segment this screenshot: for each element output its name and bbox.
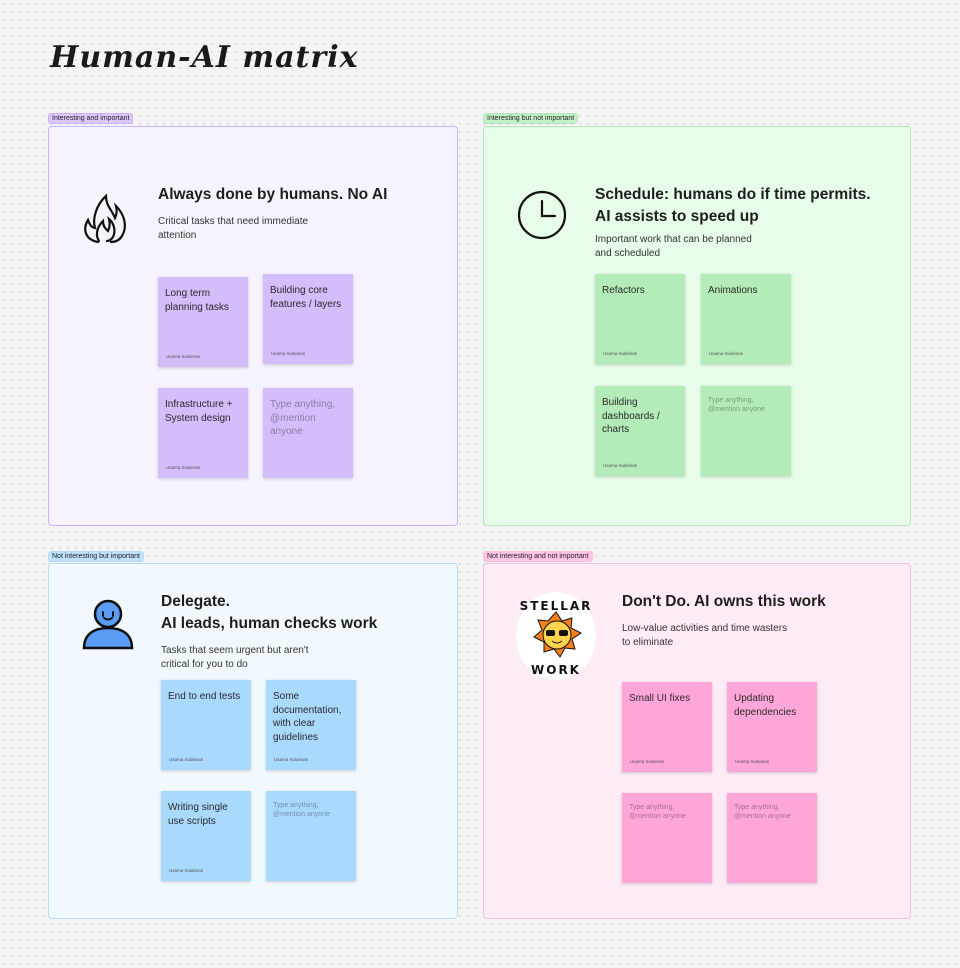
sticky-text[interactable]: Building dashboards / charts: [602, 397, 660, 435]
sticky-author: Usama Sulaiman: [166, 465, 201, 470]
sticky-text[interactable]: Updating dependencies: [734, 693, 797, 718]
quadrant-subtitle: Tasks that seem urgent but aren't critic…: [161, 645, 309, 670]
sticky-text[interactable]: Refactors: [602, 285, 645, 296]
quadrant-title: Delegate. AI leads, human checks work: [161, 591, 377, 635]
sticky-text[interactable]: Long term planning tasks: [165, 288, 229, 313]
quadrant-label[interactable]: Interesting but not important: [483, 113, 579, 124]
quadrant-title: Don't Do. AI owns this work: [622, 591, 826, 613]
quadrant-title-line: Delegate.: [161, 593, 230, 610]
sticky-author: Usama Sulaiman: [166, 354, 201, 359]
sticky-author: Usama Sulaiman: [271, 351, 306, 356]
quadrant-section: [483, 126, 911, 526]
sticky-text[interactable]: Animations: [708, 285, 758, 296]
sticky-author: Usama Sulaiman: [630, 759, 665, 764]
sticky-text[interactable]: Small UI fixes: [629, 693, 691, 704]
quadrant-title-line: AI leads, human checks work: [161, 615, 378, 632]
quadrant-title-line: Always done by humans. No AI: [158, 186, 388, 203]
sticky-note[interactable]: Some documentation, with clear guideline…: [266, 680, 356, 770]
svg-text:WORK: WORK: [531, 663, 581, 677]
empty-sticky-note[interactable]: Type anything, @mention anyone: [701, 386, 791, 476]
sticky-placeholder[interactable]: Type anything, @mention anyone: [708, 397, 765, 413]
quadrant-label[interactable]: Not interesting and not important: [483, 551, 593, 562]
empty-sticky-note[interactable]: Type anything, @mention anyone: [622, 793, 712, 883]
sticky-text[interactable]: Infrastructure + System design: [165, 399, 233, 424]
sticky-text[interactable]: Some documentation, with clear guideline…: [273, 691, 342, 743]
sticky-placeholder[interactable]: Type anything, @mention anyone: [734, 804, 791, 820]
sticky-author: Usama Sulaiman: [169, 757, 204, 762]
quadrant-label[interactable]: Not interesting but important: [48, 551, 144, 562]
svg-text:STELLAR: STELLAR: [520, 599, 593, 613]
page-title: Human-AI matrix: [50, 40, 359, 75]
fire-icon: [80, 186, 130, 251]
quadrant-subtitle: Critical tasks that need immediate atten…: [158, 216, 309, 241]
stellar-work-sticker-icon: STELLAR WORK: [513, 590, 599, 687]
quadrant-subtitle: Important work that can be planned and s…: [595, 234, 752, 259]
sticky-placeholder[interactable]: Type anything, @mention anyone: [273, 802, 330, 818]
sticky-author: Usama Sulaiman: [709, 351, 744, 356]
sticky-author: Usama Sulaiman: [169, 868, 204, 873]
quadrant-title: Always done by humans. No AI: [158, 184, 387, 206]
sticky-text[interactable]: End to end tests: [168, 691, 241, 702]
clock-icon: [515, 188, 569, 247]
empty-sticky-note[interactable]: Type anything, @mention anyone: [263, 388, 353, 478]
quadrant-section: [48, 126, 458, 526]
person-icon: [80, 596, 136, 657]
quadrant-title: Schedule: humans do if time permits. AI a…: [595, 184, 871, 228]
sticky-author: Usama Sulaiman: [274, 757, 309, 762]
sticky-author: Usama Sulaiman: [735, 759, 770, 764]
sticky-text[interactable]: Writing single use scripts: [168, 802, 228, 827]
quadrant-title-line: Schedule: humans do if time permits.: [595, 186, 871, 203]
sticky-text[interactable]: Building core features / layers: [270, 285, 342, 310]
quadrant-title-line: Don't Do. AI owns this work: [622, 593, 826, 610]
sticky-placeholder[interactable]: Type anything, @mention anyone: [629, 804, 686, 820]
quadrant-subtitle: Low-value activities and time wasters to…: [622, 623, 788, 648]
quadrant-label[interactable]: Interesting and important: [48, 113, 134, 124]
empty-sticky-note[interactable]: Type anything, @mention anyone: [727, 793, 817, 883]
sticky-placeholder[interactable]: Type anything, @mention anyone: [270, 399, 336, 437]
sticky-author: Usama Sulaiman: [603, 351, 638, 356]
sticky-author: Usama Sulaiman: [603, 463, 638, 468]
empty-sticky-note[interactable]: Type anything, @mention anyone: [266, 791, 356, 881]
quadrant-title-line: AI assists to speed up: [595, 208, 759, 225]
